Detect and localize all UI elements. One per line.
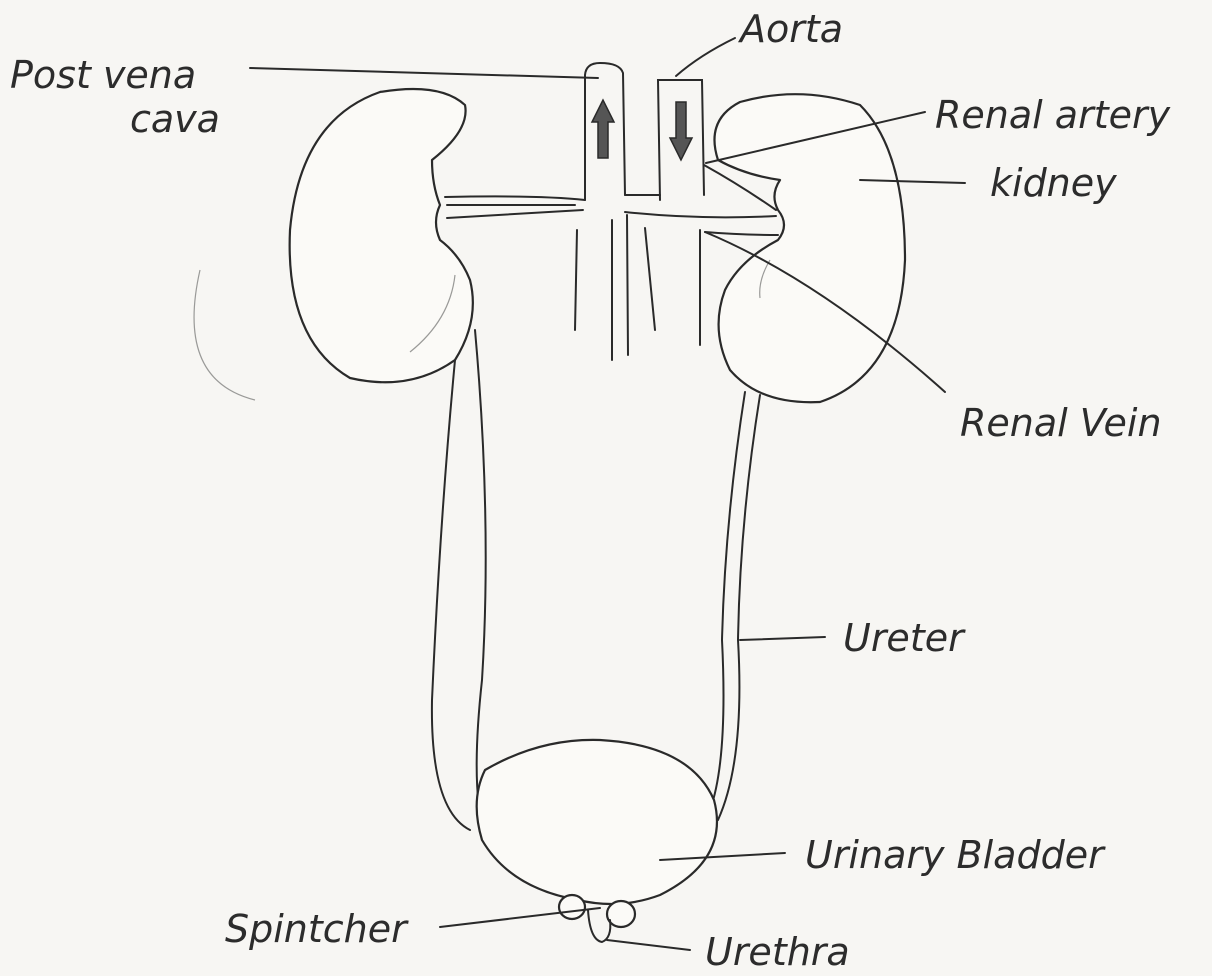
label-ureter: Ureter <box>843 616 966 660</box>
leader-ureter <box>740 637 825 640</box>
background-sketch-arc <box>194 270 255 400</box>
leader-post-vena-cava <box>250 68 598 78</box>
urinary-bladder <box>477 740 717 904</box>
label-post-vena-cava-line1: Post vena <box>10 53 196 97</box>
up-arrow-icon <box>592 100 614 158</box>
leader-aorta <box>676 38 735 76</box>
right-ureter-outer <box>718 395 760 820</box>
left-ureter-outer <box>432 360 470 830</box>
label-urinary-bladder: Urinary Bladder <box>805 833 1106 877</box>
left-kidney <box>290 89 473 382</box>
leader-urethra <box>607 940 690 950</box>
label-kidney: kidney <box>990 161 1117 205</box>
label-urethra: Urethra <box>705 930 850 974</box>
label-aorta: Aorta <box>737 7 843 51</box>
label-renal-vein: Renal Vein <box>960 401 1162 445</box>
renal-vein-right <box>705 232 778 235</box>
label-post-vena-cava-line2: cava <box>130 97 220 141</box>
right-kidney <box>714 94 905 402</box>
sphincter-left <box>559 895 585 919</box>
down-arrow-icon <box>670 102 692 160</box>
left-ureter-inner <box>475 330 486 835</box>
label-spintcher: Spintcher <box>225 907 409 951</box>
label-renal-artery: Renal artery <box>935 93 1171 137</box>
